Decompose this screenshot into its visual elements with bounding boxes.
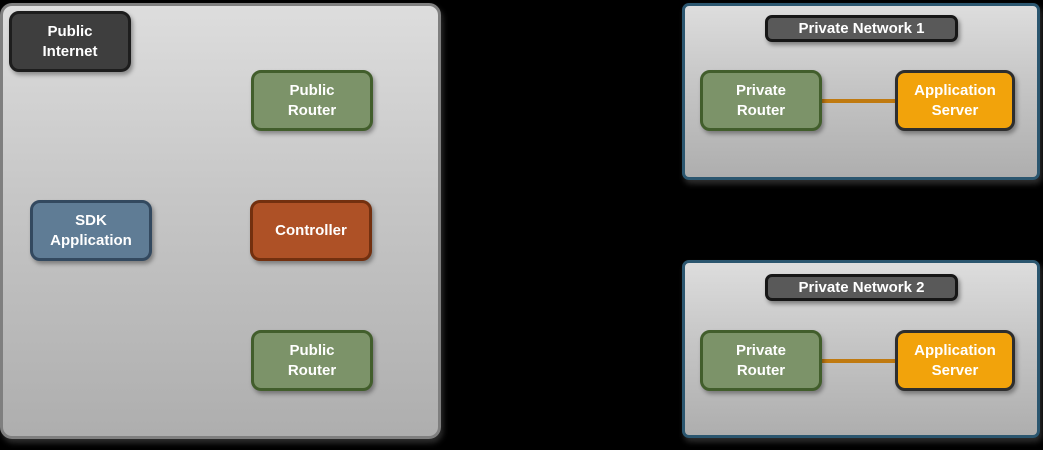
- private-network-2-zone: Private Network 2 Private Router Applica…: [682, 260, 1040, 438]
- node-public-internet: Public Internet: [9, 11, 131, 72]
- node-private-router-1: Private Router: [700, 70, 822, 131]
- connector-line-network-2: [821, 359, 895, 363]
- node-application-server-2: Application Server: [895, 330, 1015, 391]
- connector-line-network-1: [821, 99, 895, 103]
- node-application-server-1: Application Server: [895, 70, 1015, 131]
- node-public-router-bottom: Public Router: [251, 330, 373, 391]
- node-controller: Controller: [250, 200, 372, 261]
- private-network-1-title: Private Network 1: [765, 15, 958, 42]
- private-network-1-zone: Private Network 1 Private Router Applica…: [682, 3, 1040, 180]
- node-public-router-top: Public Router: [251, 70, 373, 131]
- public-internet-zone: Public Internet Public Router SDK Applic…: [0, 3, 441, 439]
- node-sdk-application: SDK Application: [30, 200, 152, 261]
- node-private-router-2: Private Router: [700, 330, 822, 391]
- private-network-2-title: Private Network 2: [765, 274, 958, 301]
